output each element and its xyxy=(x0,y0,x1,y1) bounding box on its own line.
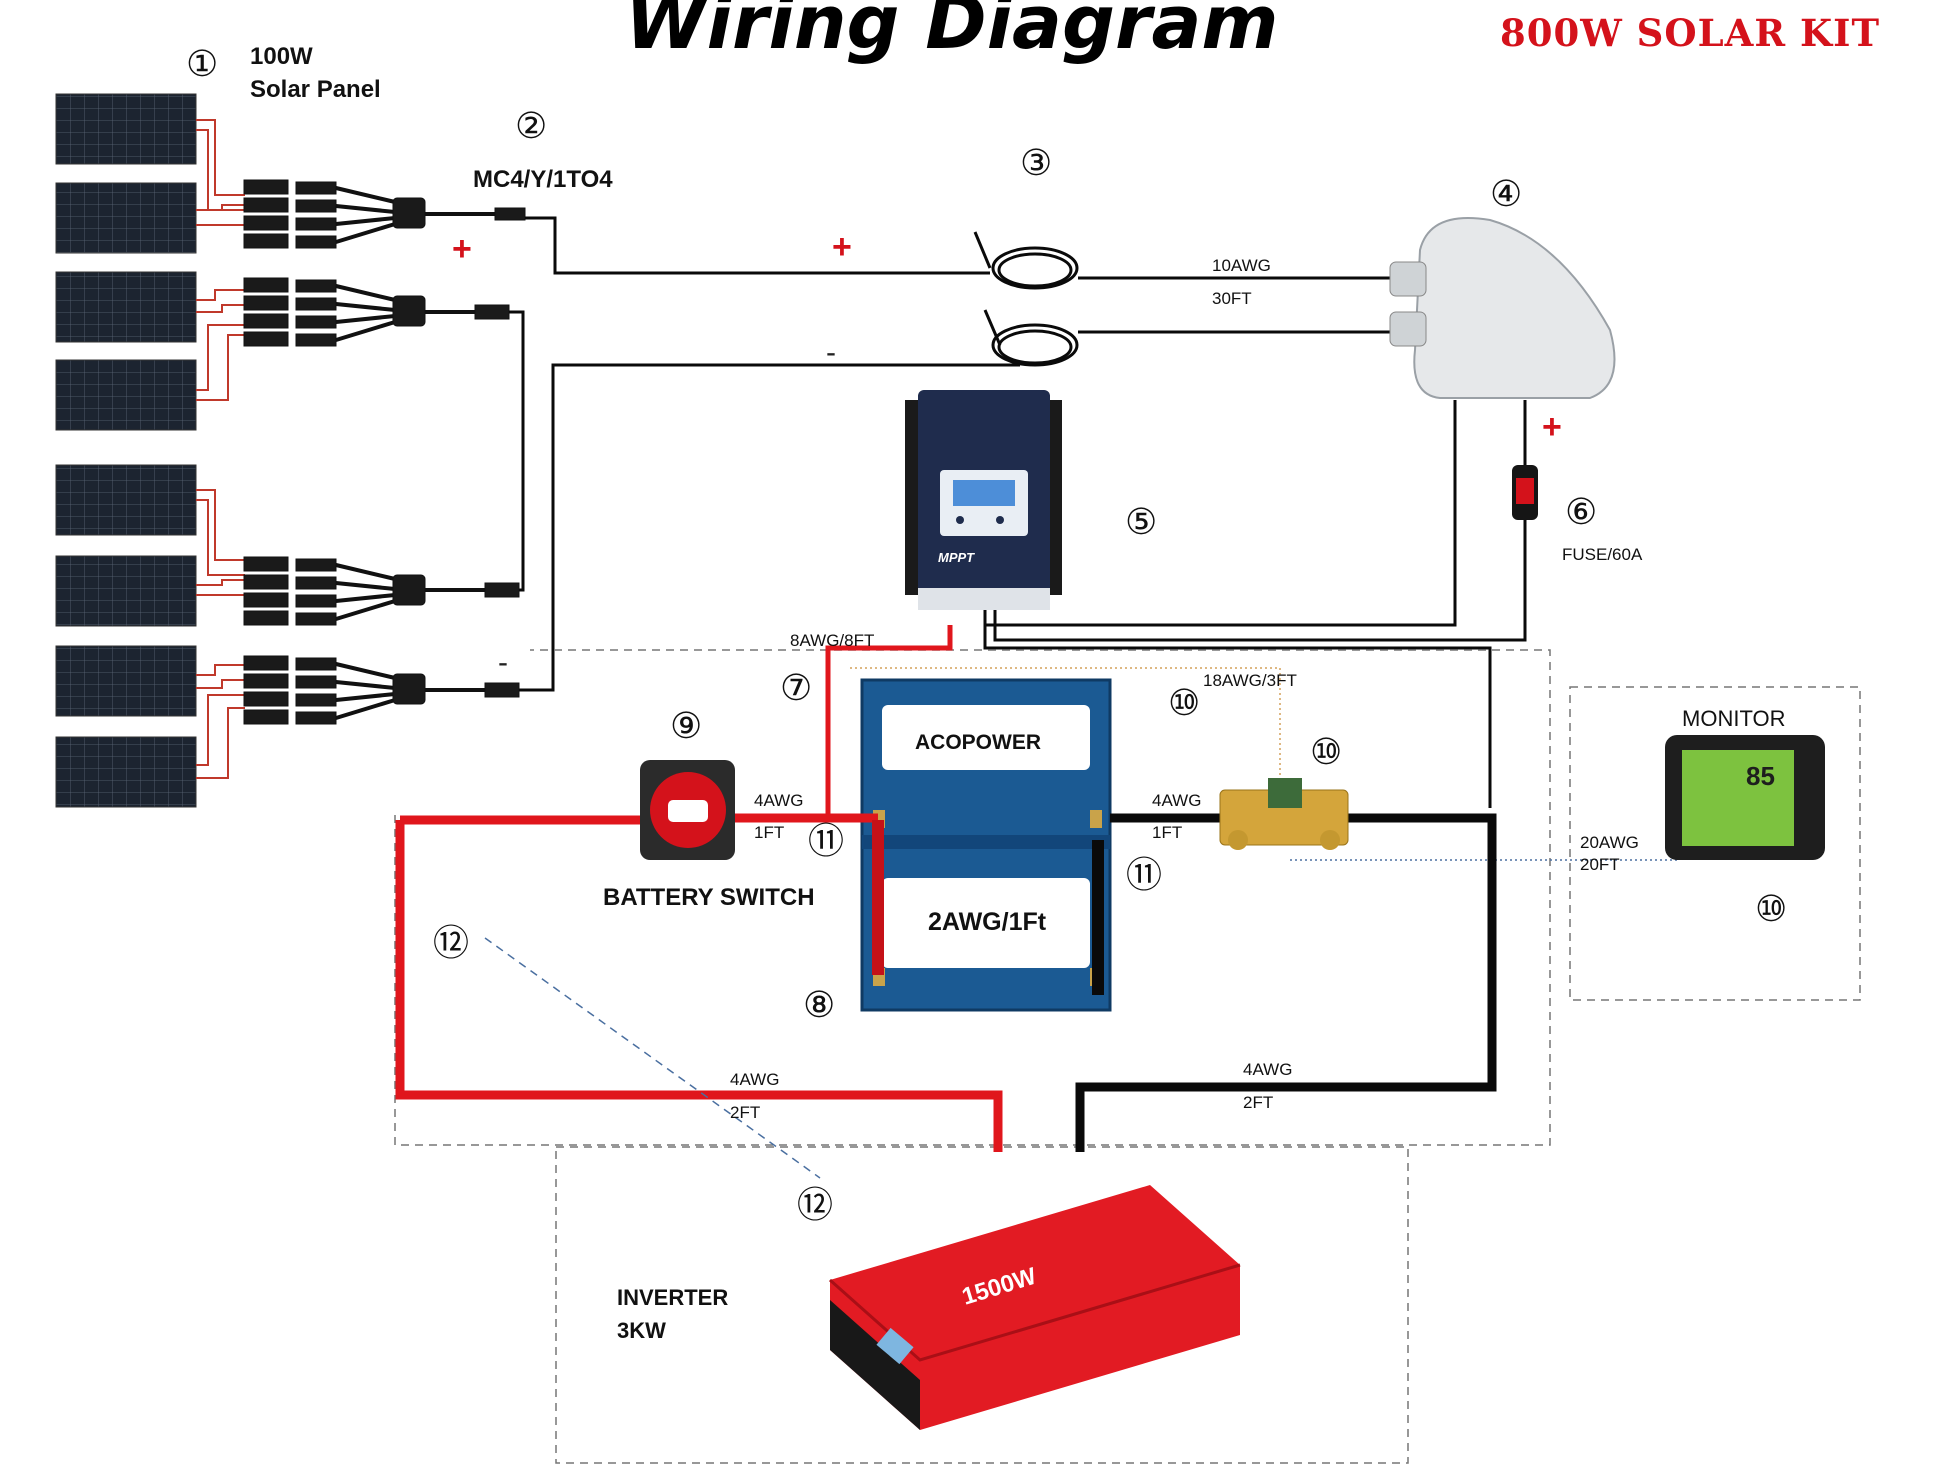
shunt-link-gauge: 4AWG xyxy=(1152,791,1201,810)
inverter-red-cable-gauge: 4AWG xyxy=(730,1070,779,1089)
mc4-branch-connectors xyxy=(243,179,526,725)
solar-panel xyxy=(55,182,197,254)
callout-3: ③ xyxy=(1020,142,1052,183)
battery-jumper-label: 2AWG/1Ft xyxy=(928,908,1047,936)
branch-group-1 xyxy=(243,179,526,249)
pv-positive-mark: + xyxy=(452,230,472,268)
callout-8: ⑧ xyxy=(803,984,835,1025)
sense-wire xyxy=(850,667,1281,788)
branch-connector-label: MC4/Y/1TO4 xyxy=(473,166,613,193)
callout-9: ⑨ xyxy=(670,705,702,746)
branch-group-2 xyxy=(243,277,510,347)
inverter-label-line1: INVERTER xyxy=(617,1285,728,1310)
battery-monitor: 85 xyxy=(1665,735,1825,860)
battery-switch-label: BATTERY SWITCH xyxy=(603,884,815,911)
monitor-cable-gauge: 20AWG xyxy=(1580,833,1639,852)
controller-model-label: MPPT xyxy=(938,550,975,565)
mppt-charge-controller: MPPT xyxy=(905,390,1062,610)
callout-11-positive: ⑪ xyxy=(808,820,844,861)
monitor-screen-reading: 85 xyxy=(1746,761,1775,791)
callout-10-shunt-wire: ⑩ xyxy=(1168,682,1200,723)
trunk-positive-mark: + xyxy=(832,228,852,266)
solar-panel xyxy=(55,464,197,536)
callout-2: ② xyxy=(515,105,547,146)
fuse-label: FUSE/60A xyxy=(1562,545,1643,564)
remote-control-cable xyxy=(484,937,821,1179)
solar-panel xyxy=(55,645,197,717)
switch-cable-gauge: 4AWG xyxy=(754,791,803,810)
branch-group-3 xyxy=(243,556,520,626)
cable-10awg-gauge: 10AWG xyxy=(1212,256,1271,275)
solar-panel xyxy=(55,736,197,808)
callout-6: ⑥ xyxy=(1565,491,1597,532)
callout-11-negative: ⑪ xyxy=(1126,854,1162,895)
kit-label: 800W SOLAR KIT xyxy=(1500,11,1880,55)
callout-4: ④ xyxy=(1490,173,1522,214)
solar-panel xyxy=(55,271,197,343)
callout-1: ① xyxy=(186,43,218,84)
panel-label-line2: Solar Panel xyxy=(250,76,381,103)
pv-negative-mark: - xyxy=(498,646,508,679)
callout-10-monitor: ⑩ xyxy=(1755,888,1787,929)
shunt-link-length: 1FT xyxy=(1152,823,1182,842)
solar-panel-array xyxy=(55,93,197,808)
inverter-black-cable-gauge: 4AWG xyxy=(1243,1060,1292,1079)
cable-entry-gland xyxy=(1389,217,1616,399)
panel-label-line1: 100W xyxy=(250,43,313,70)
monitor-label: MONITOR xyxy=(1682,706,1785,731)
switch-cable-length: 1FT xyxy=(754,823,784,842)
pv-wiring xyxy=(509,216,1527,808)
inverter-red-cable-length: 2FT xyxy=(730,1103,760,1122)
branch-group-4 xyxy=(243,655,520,725)
battery-cables xyxy=(395,625,1497,1152)
panel-leads xyxy=(196,119,245,779)
monitor-cable-length: 20FT xyxy=(1580,855,1620,874)
inline-fuse xyxy=(1512,400,1538,560)
shunt xyxy=(1219,778,1349,850)
solar-panel xyxy=(55,93,197,165)
cable-10awg-coils xyxy=(973,231,1079,367)
trunk-negative-mark: - xyxy=(826,336,836,369)
controller-wire-label: 8AWG/8FT xyxy=(790,631,874,650)
callout-5: ⑤ xyxy=(1125,501,1157,542)
callout-12-switch: ⑫ xyxy=(433,922,469,963)
solar-panel xyxy=(55,359,197,431)
shunt-wire-label: 18AWG/3FT xyxy=(1203,671,1297,690)
callout-12-inverter: ⑫ xyxy=(797,1184,833,1225)
battery-bank: ACOPOWER 2AWG/1Ft xyxy=(860,678,1112,1012)
inverter-label-line2: 3KW xyxy=(617,1318,666,1343)
callout-7: ⑦ xyxy=(780,667,812,708)
solar-panel xyxy=(55,555,197,627)
callout-10-shunt: ⑩ xyxy=(1310,731,1342,772)
diagram-title: Wiring Diagram xyxy=(625,0,1279,66)
power-inverter: 1500W xyxy=(829,1185,1241,1430)
enclosure-outlines xyxy=(394,649,1861,1464)
cable-10awg-length: 30FT xyxy=(1212,289,1252,308)
inverter-black-cable-length: 2FT xyxy=(1243,1093,1273,1112)
battery-switch[interactable] xyxy=(640,760,735,860)
battery-brand-text: ACOPOWER xyxy=(915,731,1041,754)
fuse-positive-mark: + xyxy=(1542,408,1562,446)
